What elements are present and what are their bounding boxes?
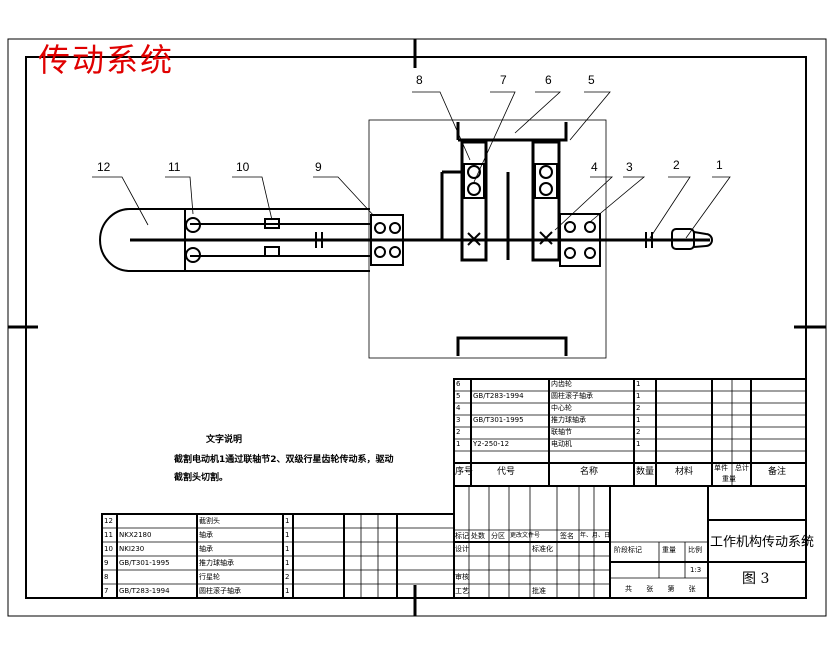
outer-frame <box>7 38 827 617</box>
row12-name: 截割头 <box>199 517 220 525</box>
row7-qty: 1 <box>285 587 290 595</box>
notes-line-1: 截割电动机1通过联轴节2、双级行星齿轮传动系，驱动 <box>174 455 394 465</box>
weight-label: 重量 <box>662 546 676 554</box>
callout-6: 6 <box>545 73 552 87</box>
row1-name: 电动机 <box>551 440 572 448</box>
rev-date: 年、月、日 <box>580 532 611 539</box>
planet-stage-2 <box>531 140 561 262</box>
callout-8: 8 <box>416 73 423 87</box>
header-qty: 数量 <box>636 467 655 477</box>
callout-2: 2 <box>673 158 680 172</box>
row4-name: 中心轮 <box>551 404 572 412</box>
header-total: 总计 <box>735 464 749 472</box>
header-code: 代号 <box>497 467 516 477</box>
row10-name: 轴承 <box>199 545 213 553</box>
row11-no: 11 <box>104 531 113 539</box>
check-label: 审核 <box>455 573 469 581</box>
row2-name: 联轴节 <box>551 428 572 436</box>
row6-qty: 1 <box>636 380 641 388</box>
rev-sign: 签名 <box>560 532 574 540</box>
inner-frame <box>25 56 807 599</box>
row6-no: 6 <box>456 380 461 388</box>
callout-9: 9 <box>315 160 322 174</box>
row3-code: GB/T301-1995 <box>473 416 524 424</box>
header-name: 名称 <box>580 467 599 477</box>
notes-line-2: 截割头切割。 <box>174 473 229 483</box>
scale-value: 1:3 <box>690 566 702 574</box>
header-single: 单件 <box>714 464 728 472</box>
row3-no: 3 <box>456 416 461 424</box>
row7-code: GB/T283-1994 <box>119 587 170 595</box>
row2-no: 2 <box>456 428 461 436</box>
row9-no: 9 <box>104 559 109 567</box>
row3-qty: 1 <box>636 416 641 424</box>
row9-qty: 1 <box>285 559 290 567</box>
callout-12: 12 <box>97 160 111 174</box>
rev-count: 处数 <box>471 532 485 540</box>
planet-stage-1 <box>440 140 510 262</box>
rev-doc: 更改文件号 <box>510 532 541 539</box>
row2-qty: 2 <box>636 428 641 436</box>
row1-qty: 1 <box>636 440 641 448</box>
row7-no: 7 <box>104 587 109 595</box>
row8-qty: 2 <box>285 573 290 581</box>
callout-3: 3 <box>626 160 633 174</box>
callout-7: 7 <box>500 73 507 87</box>
row5-no: 5 <box>456 392 461 400</box>
row5-qty: 1 <box>636 392 641 400</box>
row11-code: NKX2180 <box>119 531 152 539</box>
row10-code: NKI230 <box>119 545 145 553</box>
figure-number: 图 3 <box>742 571 770 587</box>
cutting-head <box>99 208 370 272</box>
design-label: 设计 <box>455 545 469 553</box>
row8-name: 行星轮 <box>199 573 220 581</box>
notes-heading: 文字说明 <box>206 435 243 445</box>
header-remark: 备注 <box>768 467 787 477</box>
row5-code: GB/T283-1994 <box>473 392 524 400</box>
row11-name: 轴承 <box>199 531 213 539</box>
row10-no: 10 <box>104 545 113 553</box>
bearing-9 <box>370 214 404 266</box>
row7-name: 圆柱滚子轴承 <box>199 587 241 595</box>
callout-11: 11 <box>168 160 181 174</box>
std-label: 标准化 <box>532 545 553 553</box>
stage-mark-label: 阶段标记 <box>614 546 642 554</box>
row12-no: 12 <box>104 517 113 525</box>
rev-zone: 分区 <box>491 532 505 540</box>
scale-label: 比例 <box>688 546 702 554</box>
row12-qty: 1 <box>285 517 290 525</box>
leader-lines <box>92 91 731 239</box>
row1-no: 1 <box>456 440 461 448</box>
callout-5: 5 <box>588 73 595 87</box>
motor-1 <box>671 228 713 250</box>
callout-4: 4 <box>591 160 598 174</box>
row5-name: 圆柱滚子轴承 <box>551 392 593 400</box>
callout-10: 10 <box>236 160 250 174</box>
header-seq: 序号 <box>455 467 474 477</box>
header-weight: 重量 <box>722 475 736 483</box>
row8-no: 8 <box>104 573 109 581</box>
row6-name: 内齿轮 <box>551 380 572 388</box>
row9-name: 推力球轴承 <box>199 559 234 567</box>
row1-code: Y2-250-12 <box>473 440 510 448</box>
rev-mark: 标记 <box>455 532 469 540</box>
row3-name: 推力球轴承 <box>551 416 586 424</box>
callout-1: 1 <box>716 158 723 172</box>
drawing-name: 工作机构传动系统 <box>710 535 815 550</box>
title-block <box>453 485 807 599</box>
approve-label: 批准 <box>532 587 546 595</box>
bearing-3 <box>559 213 601 267</box>
row10-qty: 1 <box>285 545 290 553</box>
row11-qty: 1 <box>285 531 290 539</box>
process-label: 工艺 <box>455 587 469 595</box>
row4-no: 4 <box>456 404 461 412</box>
page-title: 传动系统 <box>38 41 175 79</box>
parts-table-lower <box>101 513 455 599</box>
row4-qty: 2 <box>636 404 641 412</box>
sheet-count: 共 张 第 张 <box>625 585 702 593</box>
bearing-11 <box>185 217 201 263</box>
header-material: 材料 <box>675 467 694 477</box>
row9-code: GB/T301-1995 <box>119 559 170 567</box>
